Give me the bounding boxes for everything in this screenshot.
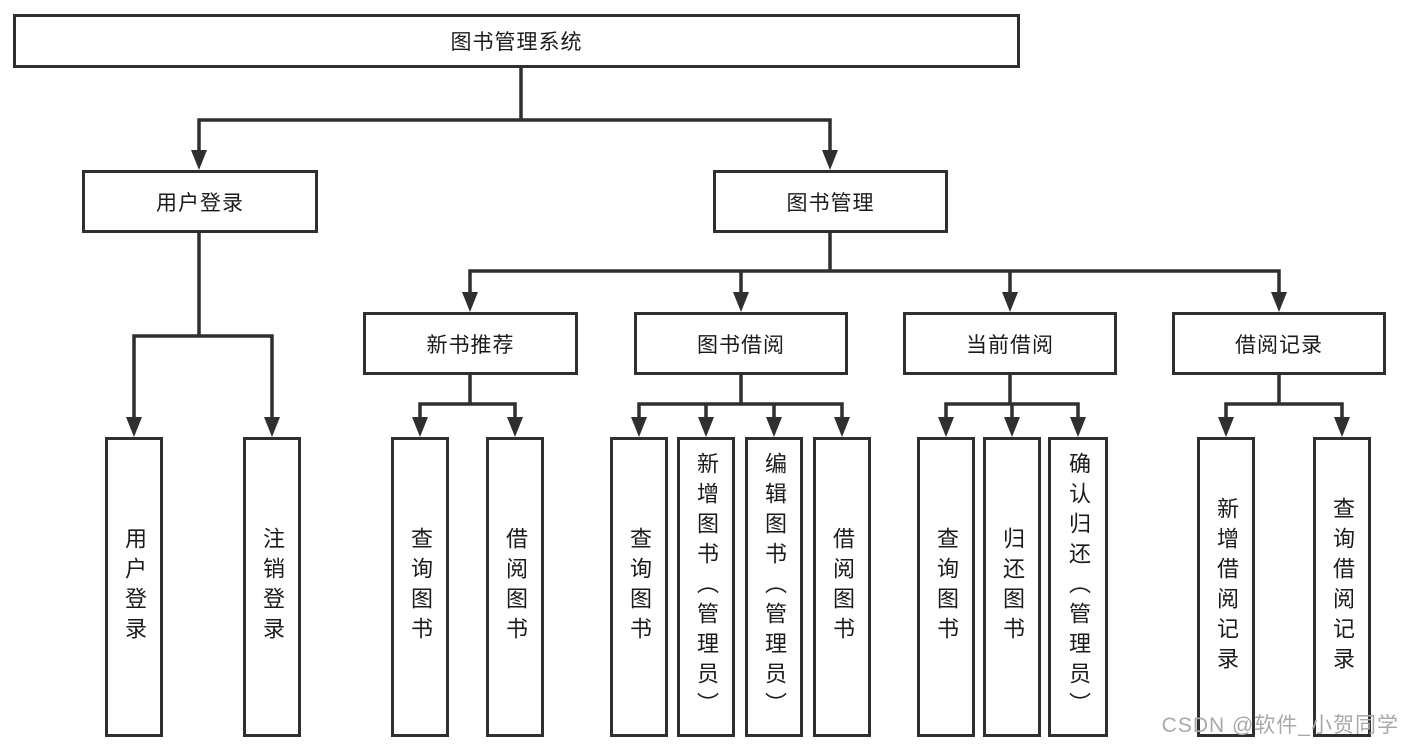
node-current-borrow: 当前借阅 [903,312,1117,375]
node-book-borrow: 图书借阅 [634,312,848,375]
leaf-query-borrow-record: 查询借阅记录 [1313,437,1371,737]
leaf-logout: 注销登录 [243,437,301,737]
node-label: 图书管理 [786,191,875,215]
node-label: 新增借阅记录 [1214,497,1239,677]
leaf-edit-books-admin: 编辑图书（管理员） [745,437,803,737]
node-label: 用户登录 [122,527,147,647]
csdn-watermark: CSDN @软件_小贺同学 [1161,714,1399,737]
node-label: 注销登录 [260,527,285,647]
node-label: 归还图书 [1000,527,1025,647]
leaf-query-books-3: 查询图书 [917,437,975,737]
leaf-query-books-2: 查询图书 [610,437,668,737]
node-label: 新增图书（管理员） [694,452,719,722]
node-library-system: 图书管理系统 [13,14,1020,68]
node-label: 确认归还（管理员） [1066,452,1091,722]
node-label: 查询图书 [408,527,433,647]
node-label: 借阅图书 [503,527,528,647]
node-label: 借阅记录 [1235,333,1323,357]
leaf-user-login: 用户登录 [105,437,163,737]
leaf-add-borrow-record: 新增借阅记录 [1197,437,1255,737]
node-label: 图书借阅 [697,333,785,357]
node-label: 查询图书 [934,527,959,647]
leaf-add-books-admin: 新增图书（管理员） [677,437,735,737]
node-label: 当前借阅 [966,333,1054,357]
leaf-query-books-1: 查询图书 [391,437,449,737]
arrowhead-icons [126,150,1350,437]
node-label: 借阅图书 [830,527,855,647]
node-book-management: 图书管理 [713,170,948,233]
node-label: 查询图书 [627,527,652,647]
node-new-book-recommend: 新书推荐 [363,312,578,375]
node-user-login: 用户登录 [82,170,318,233]
node-label: 用户登录 [156,191,244,215]
node-borrow-records: 借阅记录 [1172,312,1386,375]
leaf-borrow-books-2: 借阅图书 [813,437,871,737]
leaf-borrow-books-1: 借阅图书 [486,437,544,737]
node-label: 编辑图书（管理员） [762,452,787,722]
node-label: 图书管理系统 [450,31,583,54]
leaf-return-books: 归还图书 [983,437,1041,737]
node-label: 查询借阅记录 [1330,497,1355,677]
node-label: 新书推荐 [426,333,515,357]
leaf-confirm-return-admin: 确认归还（管理员） [1048,437,1108,737]
